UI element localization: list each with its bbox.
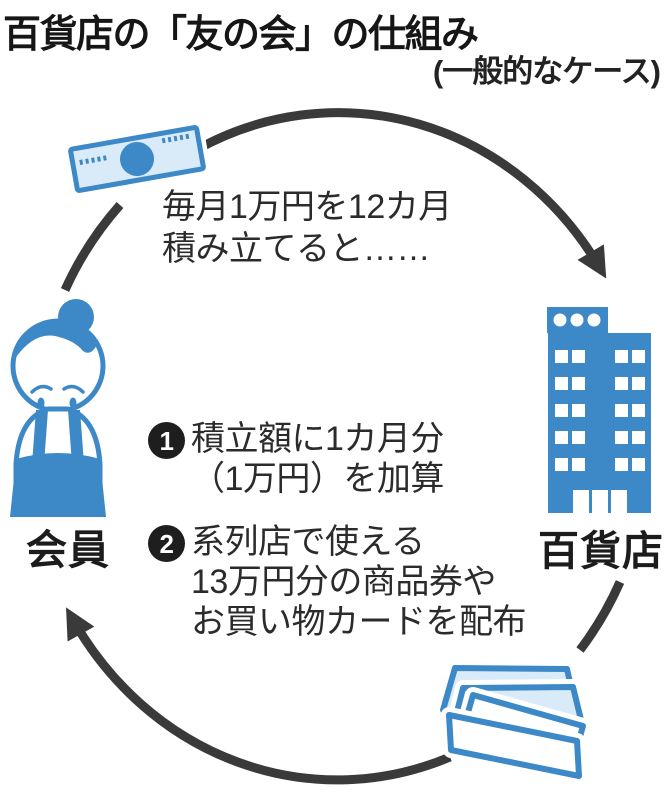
cycle-arrow-bottom [66,580,625,785]
banknote-icon [62,119,212,199]
cycle-arrow-top [60,108,607,292]
step-1: 1 積立額に1カ月分 （1万円）を加算 [148,419,444,499]
deposit-caption: 毎月1万円を12カ月 積み立てると…… [162,186,452,270]
page-title: 百貨店の「友の会」の仕組み [3,14,479,56]
step-1-number-badge: 1 [148,422,185,459]
member-label: 会員 [26,527,110,573]
step-2-text: 系列店で使える 13万円分の商品券や お買い物カードを配布 [191,522,527,642]
department-store-icon [547,307,651,513]
deposit-caption-line2: 積み立てると…… [162,230,430,268]
gift-cards-icon [435,660,591,784]
step-1-line2: （1万円）を加算 [191,460,444,498]
step-1-text: 積立額に1カ月分 （1万円）を加算 [191,419,444,499]
step-2-line1: 系列店で使える [191,523,425,561]
page-subtitle: (一般的なケース) [432,54,661,89]
step-2-line2: 13万円分の商品券や [191,563,496,601]
member-icon [10,299,106,517]
step-1-line1: 積立額に1カ月分 [191,420,444,458]
step-2: 2 系列店で使える 13万円分の商品券や お買い物カードを配布 [148,522,527,642]
step-2-line3: お買い物カードを配布 [191,603,527,641]
step-2-number-badge: 2 [148,525,185,562]
store-label: 百貨店 [538,528,664,574]
deposit-caption-line1: 毎月1万円を12カ月 [162,188,452,226]
